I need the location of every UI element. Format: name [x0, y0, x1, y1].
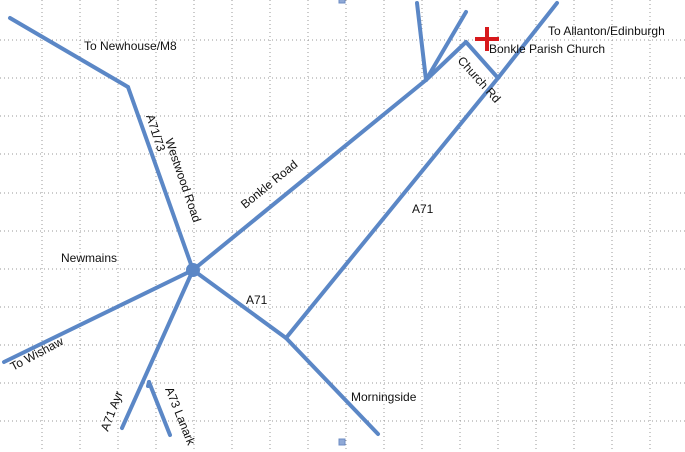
road-a71-lower	[191, 268, 288, 340]
label-to-newhouse: To Newhouse/M8	[84, 39, 177, 53]
road-north-branch-right	[424, 10, 468, 82]
junction-dot-icon	[186, 263, 200, 277]
road-to-newhouse	[8, 16, 130, 89]
road-north-branch-left	[415, 1, 428, 82]
label-a73-lanark: A73 Lanark	[162, 385, 198, 448]
label-westwood-road: Westwood Road	[162, 136, 204, 224]
road-to-church-rd	[424, 40, 468, 82]
label-newmains: Newmains	[61, 251, 117, 265]
road-a71-73-westwood	[126, 85, 195, 272]
label-morningside: Morningside	[351, 390, 417, 404]
road-to-wishaw	[2, 268, 195, 364]
road-to-morningside	[284, 336, 380, 436]
road-a73-lanark	[147, 380, 172, 437]
selection-handle-top[interactable]	[338, 0, 346, 4]
label-to-allanton: To Allanton/Edinburgh	[548, 24, 665, 38]
red-cross-icon	[475, 27, 499, 51]
road-to-allanton	[496, 1, 559, 80]
label-a71-lower: A71	[246, 293, 268, 307]
label-bonkle-parish-church: Bonkle Parish Church	[489, 42, 605, 56]
road-church-rd	[464, 40, 500, 80]
road-bonkle	[191, 78, 428, 272]
road-a71-ayr	[120, 268, 195, 430]
selection-handle-bottom[interactable]	[338, 438, 346, 446]
label-bonkle-road: Bonkle Road	[238, 157, 300, 211]
label-a71-upper: A71	[412, 202, 434, 216]
road-a71-upper	[284, 76, 500, 340]
